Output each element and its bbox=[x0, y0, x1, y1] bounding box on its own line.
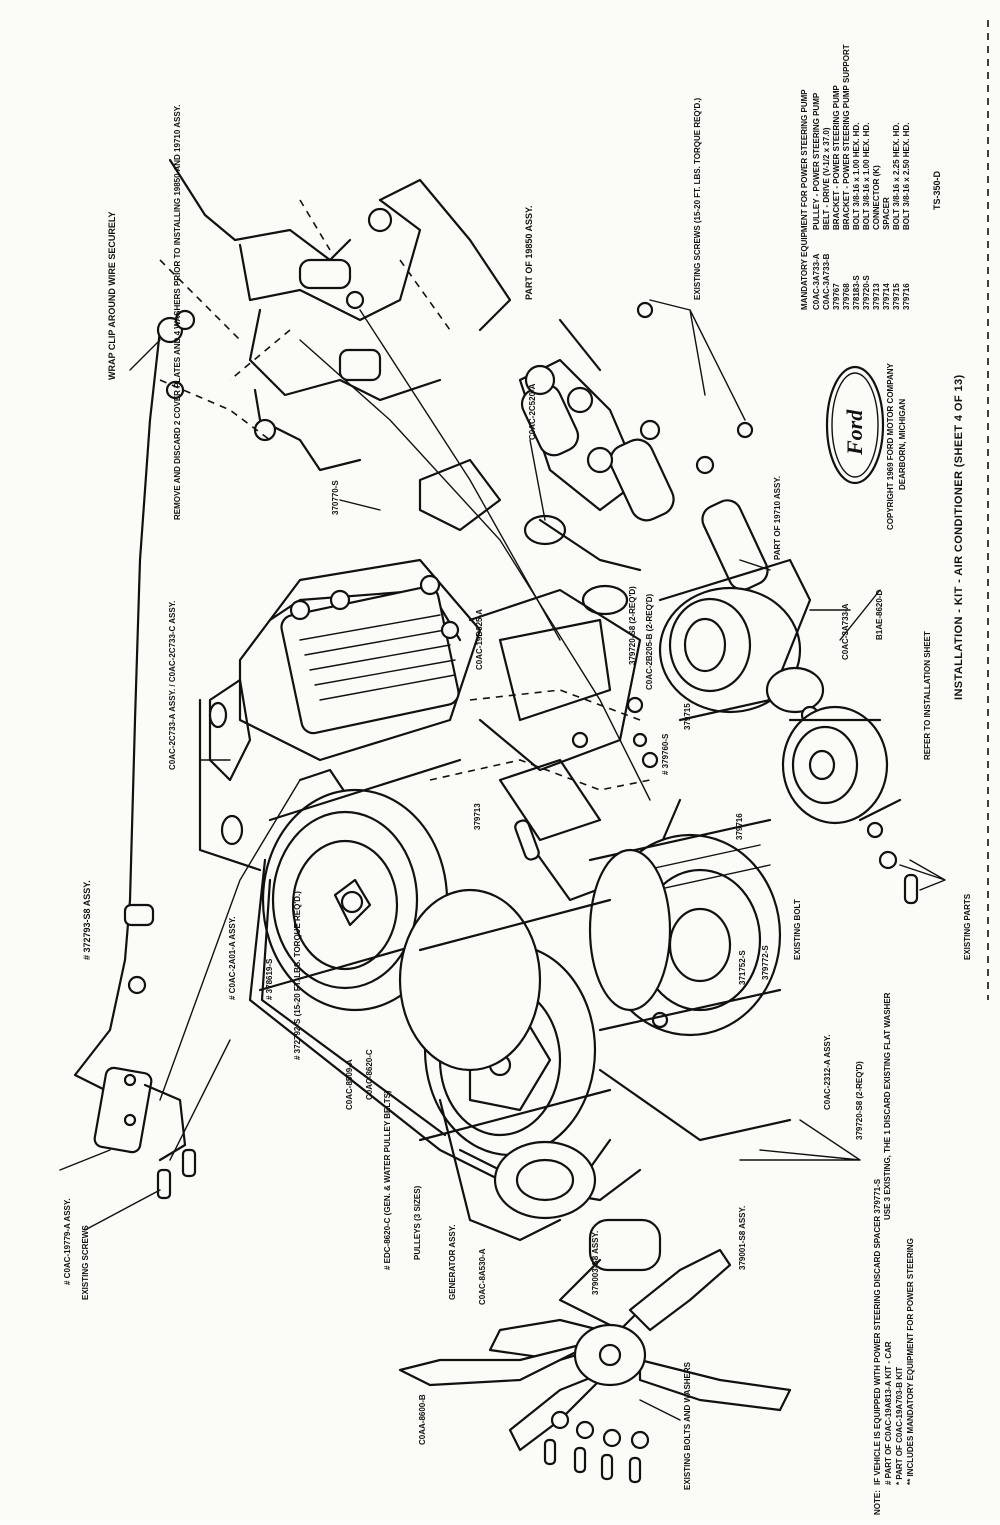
svg-text:378183-S: 378183-S bbox=[852, 275, 861, 310]
svg-text:C0AC-3A733-B: C0AC-3A733-B bbox=[822, 253, 831, 310]
mandatory-row: 379767 BRACKET - POWER STEERING PUMP bbox=[832, 84, 841, 310]
callout-379720-bot: 379720-S8 (2-REQ'D) bbox=[855, 1061, 864, 1140]
mandatory-row: C0AC-3A733-B BELT - DRIVE (V-1/2 x 37.0) bbox=[822, 127, 831, 310]
callout-use-existing: USE 3 EXISTING, THE 1 DISCARD EXISTING F… bbox=[883, 992, 892, 1220]
clutch-pulley bbox=[258, 758, 472, 1012]
callout-c0aa-8600: C0AA-8600-B bbox=[418, 1394, 427, 1445]
note-item: * PART OF C0AC-19A703-B KIT bbox=[895, 1367, 904, 1485]
svg-text:BOLT 3/8-16 x 2.50 HEX. HD.: BOLT 3/8-16 x 2.50 HEX. HD. bbox=[902, 123, 911, 230]
callout-c0ac-19779: # C0AC-19779-A ASSY. bbox=[63, 1198, 72, 1285]
mandatory-row: 379714 SPACER bbox=[882, 197, 891, 310]
callout-part-19710: PART OF 19710 ASSY. bbox=[773, 476, 782, 560]
callout-existing-bolts: EXISTING BOLTS AND WASHERS bbox=[683, 1361, 692, 1490]
idler-pulley bbox=[781, 705, 919, 905]
callout-b1ae-8620: B1AE-8620-D bbox=[875, 590, 884, 640]
callout-c0ac-19d625: C0AC-19D625-A bbox=[475, 609, 484, 670]
mandatory-row: 378183-S BOLT 3/8-16 x 1.00 HEX. HD. bbox=[852, 123, 861, 310]
wire-harness bbox=[73, 309, 197, 1200]
leader-lines bbox=[59, 299, 946, 1421]
logo-text: Ford bbox=[842, 409, 867, 456]
pump-pulley bbox=[658, 558, 825, 725]
svg-text:PULLEY - POWER STEERING PUMP: PULLEY - POWER STEERING PUMP bbox=[812, 92, 821, 230]
callout-372793-a: # 372793-S8 ASSY. bbox=[82, 880, 92, 960]
copyright-text: COPYRIGHT 1969 FORD MOTOR COMPANY bbox=[886, 363, 895, 531]
drawing-number: TS-350-D bbox=[932, 170, 942, 210]
mandatory-row: 379715 BOLT 3/8-16 x 2.25 HEX. HD. bbox=[892, 123, 901, 310]
callout-c0ac-8509: C0AC-8509-A bbox=[345, 1059, 354, 1110]
notes-heading: NOTE: bbox=[873, 1490, 882, 1515]
callout-c0ac-2a01: # C0AC-2A01-A ASSY. bbox=[228, 917, 237, 1000]
generator-assembly bbox=[493, 1140, 662, 1332]
callout-c0ac-2c520: C0AC-2C520-A bbox=[528, 383, 537, 440]
svg-text:SPACER: SPACER bbox=[882, 197, 891, 230]
note-item: # PART OF C0AC-19A813-A KIT - CAR bbox=[884, 1341, 893, 1485]
svg-text:C0AC-3A733-A: C0AC-3A733-A bbox=[812, 253, 821, 310]
callout-379716: 379716 bbox=[735, 813, 744, 840]
callout-c0ac-8a530: C0AC-8A530-A bbox=[478, 1248, 487, 1305]
svg-text:379715: 379715 bbox=[892, 283, 901, 310]
callout-wrap-clip: WRAP CLIP AROUND WIRE SECURELY bbox=[107, 211, 117, 380]
mandatory-row: C0AC-3A733-A PULLEY - POWER STEERING PUM… bbox=[812, 92, 821, 310]
svg-text:BELT - DRIVE (V-1/2 x 37.0): BELT - DRIVE (V-1/2 x 37.0) bbox=[822, 127, 831, 230]
fan bbox=[398, 1248, 792, 1484]
mandatory-heading: MANDATORY EQUIPMENT FOR POWER STEERING P… bbox=[800, 89, 809, 310]
callout-c0ac-2312: C0AC-2312-A ASSY. bbox=[823, 1035, 832, 1110]
mandatory-equipment-table: MANDATORY EQUIPMENT FOR POWER STEERING P… bbox=[800, 44, 911, 310]
callout-379713: 379713 bbox=[473, 803, 482, 830]
svg-text:379767: 379767 bbox=[832, 283, 841, 310]
water-pump-pulley bbox=[398, 888, 612, 1157]
callout-existing-screws-left: EXISTING SCREWS bbox=[81, 1225, 90, 1300]
callout-c0ac-8620-c: C0AC-8620-C bbox=[365, 1049, 374, 1100]
callout-pulleys: PULLEYS (3 SIZES) bbox=[413, 1185, 422, 1260]
callout-379772: 379772-S bbox=[761, 945, 770, 980]
callout-379003: 379003-S8 ASSY. bbox=[591, 1231, 600, 1295]
crank-pulleys bbox=[588, 818, 782, 1037]
compressor bbox=[198, 558, 482, 872]
callout-generator: GENERATOR ASSY. bbox=[448, 1225, 457, 1300]
callout-379715: 379715 bbox=[683, 703, 692, 730]
svg-text:379768: 379768 bbox=[842, 283, 851, 310]
callout-existing-bolt: EXISTING BOLT bbox=[793, 899, 802, 960]
mandatory-row: 379716 BOLT 3/8-16 x 2.50 HEX. HD. bbox=[902, 123, 911, 310]
ford-logo: Ford bbox=[825, 365, 885, 485]
callout-379720-58: 379720-S8 (2-REQ'D) bbox=[628, 586, 637, 665]
notes-block: NOTE: IF VEHICLE IS EQUIPPED WITH POWER … bbox=[873, 1178, 915, 1515]
callout-refer-note: REFER TO INSTALLATION SHEET bbox=[923, 631, 932, 760]
callout-379760: # 379760-S bbox=[661, 733, 670, 775]
engine-block bbox=[159, 158, 512, 532]
note-item: ** INCLUDES MANDATORY EQUIPMENT FOR POWE… bbox=[906, 1238, 915, 1485]
callout-371752: 371752-S bbox=[738, 950, 747, 985]
svg-text:BRACKET - POWER STEERING PUMP: BRACKET - POWER STEERING PUMP bbox=[832, 84, 841, 230]
callout-torque-req: # 372792-S (15-20 FT. LBS. TORQUE REQ'D.… bbox=[293, 891, 302, 1060]
svg-text:BOLT 3/8-16 x 1.00 HEX. HD.: BOLT 3/8-16 x 1.00 HEX. HD. bbox=[862, 123, 871, 230]
callout-existing-screws-top: EXISTING SCREWS (15-20 FT. LBS. TORQUE R… bbox=[693, 97, 702, 300]
svg-text:BOLT 3/8-16 x 1.00 HEX. HD.: BOLT 3/8-16 x 1.00 HEX. HD. bbox=[852, 123, 861, 230]
callout-378619: # 378619-S bbox=[265, 958, 274, 1000]
svg-text:CONNECTOR (K): CONNECTOR (K) bbox=[872, 165, 881, 230]
svg-text:379714: 379714 bbox=[882, 283, 891, 310]
svg-text:379713: 379713 bbox=[872, 283, 881, 310]
callout-gen-water: # EDC-8620-C (GEN. & WATER PULLEY BELTS) bbox=[383, 1090, 392, 1270]
mandatory-row: 379720-S BOLT 3/8-16 x 1.00 HEX. HD. bbox=[862, 123, 871, 310]
callout-c0ac-2c733: C0AC-2C733-A ASSY. / C0AC-2C733-C ASSY. bbox=[168, 601, 177, 770]
mandatory-row: 379713 CONNECTOR (K) bbox=[872, 165, 881, 310]
callout-379001: 379001-S8 ASSY. bbox=[738, 1206, 747, 1270]
mandatory-row: 379768 BRACKET - POWER STEERING PUMP SUP… bbox=[842, 44, 851, 310]
svg-text:379716: 379716 bbox=[902, 283, 911, 310]
svg-text:BOLT 3/8-16 x 2.25 HEX. HD.: BOLT 3/8-16 x 2.25 HEX. HD. bbox=[892, 123, 901, 230]
callout-remove-discard: REMOVE AND DISCARD 2 COVER PLATES AND 4 … bbox=[173, 105, 182, 520]
callout-existing-parts: EXISTING PARTS bbox=[963, 893, 972, 960]
location-text: DEARBORN, MICHIGAN bbox=[898, 399, 907, 490]
document-title: INSTALLATION - KIT - AIR CONDITIONER (SH… bbox=[953, 374, 965, 700]
svg-text:379720-S: 379720-S bbox=[862, 275, 871, 310]
note-item: IF VEHICLE IS EQUIPPED WITH POWER STEERI… bbox=[873, 1178, 882, 1485]
callout-c0ac-2b205: C0AC-2B205-B (2-REQ'D) bbox=[645, 594, 654, 690]
callout-c0ac-3a733-a: C0AC-3A733-A bbox=[841, 603, 850, 660]
svg-text:BRACKET - POWER STEERING PUMP: BRACKET - POWER STEERING PUMP SUPPORT bbox=[842, 44, 851, 230]
pump-assembly bbox=[518, 301, 769, 616]
callout-370770: 370770-S bbox=[331, 480, 340, 515]
callout-part-19850: PART OF 19850 ASSY. bbox=[524, 205, 534, 300]
